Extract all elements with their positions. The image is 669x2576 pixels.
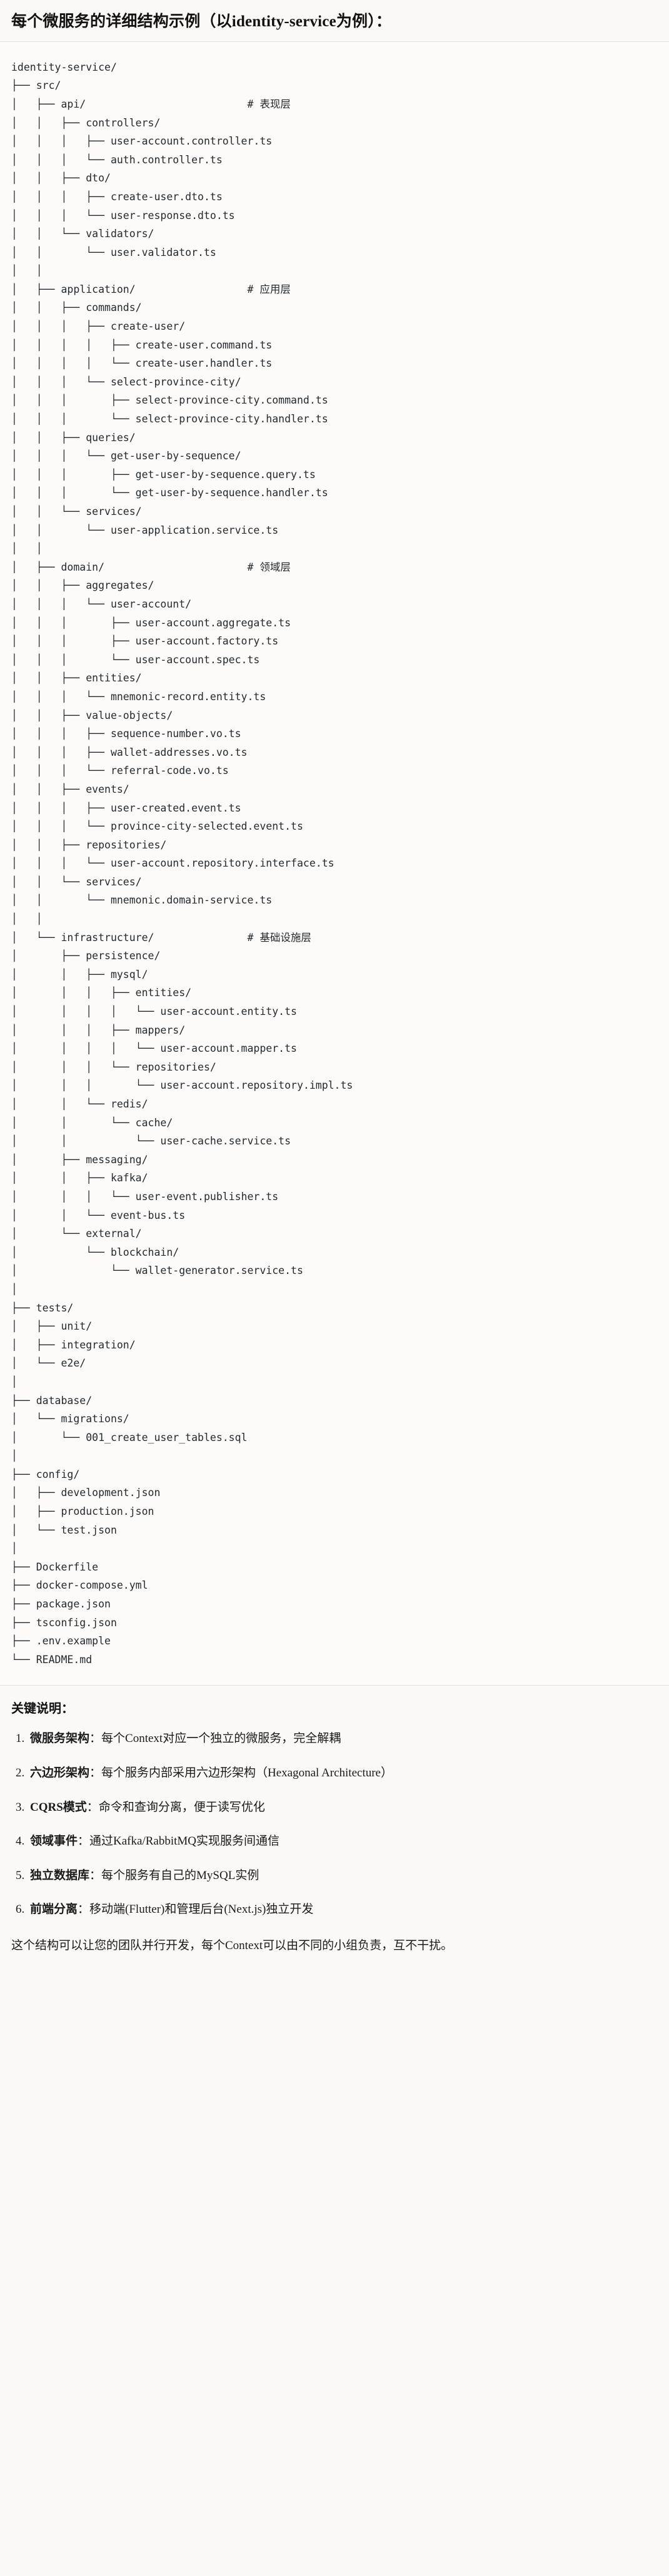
note-description: 每个Context对应一个独立的微服务，完全解耦 [101,1732,341,1746]
note-separator: ： [86,1800,99,1814]
note-term: 六边形架构 [30,1766,90,1779]
tree-divider [0,1685,669,1686]
note-separator: ： [89,1868,102,1882]
list-item: 六边形架构：每个服务内部采用六边形架构（Hexagonal Architectu… [28,1764,658,1782]
note-term: 独立数据库 [30,1868,90,1882]
page-title: 每个微服务的详细结构示例（以identity-service为例）： [11,13,392,30]
closing-paragraph: 这个结构可以让您的团队并行开发，每个Context可以由不同的小组负责，互不干扰… [11,1938,453,1952]
list-item: CQRS模式：命令和查询分离，便于读写优化 [28,1799,658,1816]
title-divider [0,41,669,42]
note-term: 领域事件 [30,1835,78,1848]
list-item: 独立数据库：每个服务有自己的MySQL实例 [28,1867,658,1885]
document-page: 每个微服务的详细结构示例（以identity-service为例）： ident… [0,0,669,1970]
note-separator: ： [89,1766,102,1779]
note-description: 通过Kafka/RabbitMQ实现服务间通信 [89,1835,280,1848]
key-notes-heading: 关键说明： [11,1702,74,1716]
note-separator: ： [78,1835,90,1848]
note-term: CQRS模式 [30,1800,87,1814]
note-description: 每个服务有自己的MySQL实例 [101,1868,259,1882]
note-description: 命令和查询分离，便于读写优化 [98,1800,265,1814]
note-term: 微服务架构 [30,1732,90,1746]
list-item: 前端分离：移动端(Flutter)和管理后台(Next.js)独立开发 [28,1901,658,1918]
list-item: 微服务架构：每个Context对应一个独立的微服务，完全解耦 [28,1730,658,1748]
directory-tree-block: identity-service/ ├── src/ │ ├── api/ # … [0,41,669,1686]
note-description: 每个服务内部采用六边形架构（Hexagonal Architecture） [101,1766,393,1779]
key-notes-block: 关键说明： 微服务架构：每个Context对应一个独立的微服务，完全解耦 六边形… [0,1686,669,1971]
key-notes-list: 微服务架构：每个Context对应一个独立的微服务，完全解耦 六边形架构：每个服… [11,1730,658,1918]
directory-tree: identity-service/ ├── src/ │ ├── api/ # … [11,61,353,1666]
note-separator: ： [89,1732,102,1746]
note-term: 前端分离 [30,1903,78,1917]
list-item: 领域事件：通过Kafka/RabbitMQ实现服务间通信 [28,1833,658,1850]
note-description: 移动端(Flutter)和管理后台(Next.js)独立开发 [89,1903,314,1917]
note-separator: ： [78,1903,90,1917]
title-block: 每个微服务的详细结构示例（以identity-service为例）： [0,0,669,41]
